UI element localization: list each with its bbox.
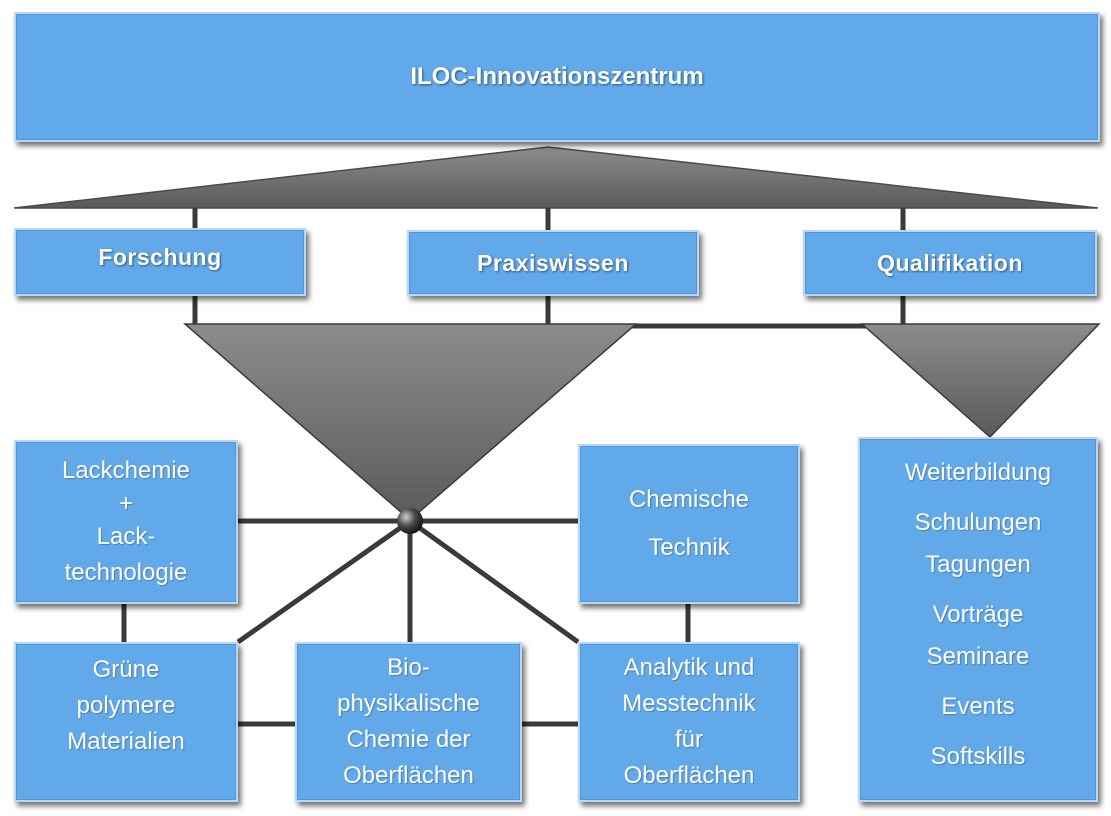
qual-item-softskills: Softskills	[930, 743, 1026, 770]
area-gruene-line3: Materialien	[67, 728, 185, 755]
area-biophysik-line1: Bio-	[387, 654, 430, 681]
pillar-praxiswissen-label: Praxiswissen	[477, 249, 629, 276]
qualification-funnel-triangle	[860, 323, 1101, 439]
area-gruene-line1: Grüne	[92, 656, 160, 683]
area-biophysik-line4: Oberflächen	[343, 762, 474, 789]
area-biophysik-line2: physikalische	[337, 690, 480, 717]
header-title: ILOC-Innovationszentrum	[410, 63, 704, 90]
area-analytik-line1: Analytik und	[623, 654, 755, 681]
top-flat-triangle	[13, 146, 1099, 209]
qual-item-vortraege: Vorträge	[932, 601, 1024, 628]
pillar-praxiswissen: Praxiswissen	[407, 230, 699, 296]
pillar-qualifikation-label: Qualifikation	[877, 249, 1023, 276]
area-chemische-technik-line2: Technik	[648, 534, 730, 561]
qual-item-schulungen: Schulungen	[914, 509, 1042, 536]
pillar-qualifikation: Qualifikation	[803, 230, 1097, 296]
area-chemische-technik: Chemische Technik	[578, 444, 800, 604]
area-analytik-line2: Messtechnik	[622, 690, 756, 717]
area-lackchemie-line3: Lack-	[96, 523, 156, 550]
qual-item-events: Events	[941, 693, 1015, 720]
area-gruene-line2: polymere	[76, 692, 176, 719]
area-gruene-materialien: Grüne polymere Materialien	[14, 642, 238, 802]
spoke-to-gruene-materialien	[236, 518, 412, 645]
pillar-forschung: Forschung	[14, 228, 306, 296]
qual-item-weiterbildung: Weiterbildung	[904, 459, 1052, 486]
area-biophysik-line3: Chemie der	[346, 726, 471, 753]
area-analytik: Analytik und Messtechnik für Oberflächen	[578, 642, 800, 802]
pillar-forschung-label: Forschung	[98, 244, 222, 270]
area-lackchemie-line1: Lackchemie	[61, 457, 191, 484]
area-lackchemie-line2: +	[118, 490, 133, 517]
area-biophysik: Bio- physikalische Chemie der Oberfläche…	[295, 642, 522, 802]
hub-sphere	[397, 508, 423, 534]
qual-item-tagungen: Tagungen	[925, 551, 1031, 578]
area-analytik-line4: Oberflächen	[623, 762, 755, 789]
research-funnel-triangle	[182, 323, 639, 521]
qual-item-seminare: Seminare	[926, 643, 1030, 670]
header-box: ILOC-Innovationszentrum	[14, 12, 1100, 142]
area-lackchemie: Lackchemie + Lack- technologie	[14, 440, 238, 604]
area-lackchemie-line4: technologie	[64, 559, 188, 586]
area-chemische-technik-line1: Chemische	[628, 486, 750, 513]
qualification-box: Weiterbildung Schulungen Tagungen Vorträ…	[858, 437, 1098, 802]
spoke-to-analytik	[408, 518, 580, 645]
area-analytik-line3: für	[674, 726, 703, 753]
